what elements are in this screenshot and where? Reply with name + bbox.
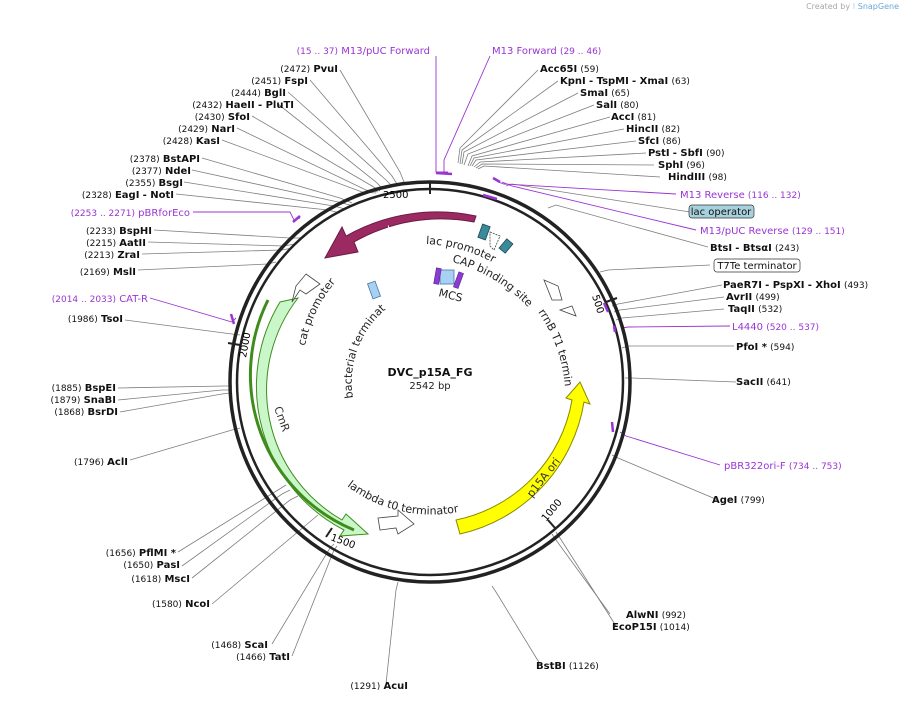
primer-label-M13pUC-reverse[interactable]: M13/pUC Reverse (129 .. 151) (700, 226, 845, 237)
enzyme-label-HincII[interactable]: HincII (82) (626, 124, 680, 135)
primer-label-M13-forward[interactable]: M13 Forward (29 .. 46) (492, 46, 601, 57)
enzyme-labels: (2472) PvuI (2451) FspI (2444) BglI (243… (50, 64, 868, 692)
enzyme-label-SacII[interactable]: SacII (641) (736, 377, 791, 388)
enzyme-label-TatI[interactable]: (1466) TatI (236, 652, 290, 663)
lambda-t0-arrow[interactable] (377, 509, 415, 535)
enzyme-label-EagI[interactable]: (2328) EagI - NotI (82, 190, 174, 201)
enzyme-label-BstBI[interactable]: BstBI (1126) (536, 661, 599, 672)
enzyme-label-AclI[interactable]: (1796) AclI (74, 457, 128, 468)
p15A-ori-label: p15A ori (524, 455, 563, 499)
enzyme-label-PaeR7I[interactable]: PaeR7I - PspXI - XhoI (493) (723, 280, 868, 291)
enzyme-label-HaeII[interactable]: (2432) HaeII - PluTI (192, 100, 294, 111)
enzyme-label-MslI[interactable]: (2169) MslI (80, 267, 136, 278)
enzyme-label-NdeI[interactable]: (2377) NdeI (132, 166, 191, 177)
enzyme-label-AvrII[interactable]: AvrII (499) (726, 292, 780, 303)
p15A-ori-arrow[interactable] (455, 381, 591, 535)
svg-text:lac operator: lac operator (691, 207, 752, 218)
enzyme-label-TsoI[interactable]: (1986) TsoI (68, 314, 123, 325)
tick-label-2500: 2500 (383, 190, 408, 201)
lacZa-label: lacZα (387, 220, 419, 237)
enzyme-label-AgeI[interactable]: AgeI (799) (712, 495, 765, 506)
plasmid-name: DVC_p15A_FG (388, 366, 473, 379)
enzyme-label-SmaI[interactable]: SmaI (65) (580, 88, 630, 99)
enzyme-label-BstAPI[interactable]: (2378) BstAPI (130, 154, 200, 165)
primer-label-CAT-R[interactable]: (2014 .. 2033) CAT-R (52, 294, 148, 305)
enzyme-label-SphI[interactable]: SphI (96) (658, 160, 705, 171)
enzyme-label-ScaI[interactable]: (1468) ScaI (211, 640, 268, 651)
enzyme-label-PstI[interactable]: PstI - SbfI (90) (648, 148, 725, 159)
enzyme-label-SfoI[interactable]: (2430) SfoI (195, 112, 250, 123)
snapgene-logo-icon: ⁝ (852, 2, 856, 11)
bacterial-terminator-box[interactable] (366, 280, 382, 300)
enzyme-label-MscI[interactable]: (1618) MscI (131, 574, 190, 585)
enzyme-label-BglI[interactable]: (2444) BglI (231, 88, 286, 99)
enzyme-label-TaqII[interactable]: TaqII (532) (728, 304, 782, 315)
enzyme-label-BspEI[interactable]: (1885) BspEI (52, 383, 116, 394)
bacterial-terminator-label: bacterial terminator (0, 0, 388, 399)
enzyme-label-KasI[interactable]: (2428) KasI (163, 136, 220, 147)
primer-labels: (15 .. 37) M13/pUC Forward M13 Forward (… (52, 46, 845, 472)
primer-label-M13pUC-forward[interactable]: (15 .. 37) M13/pUC Forward (297, 46, 430, 57)
enzyme-label-NarI[interactable]: (2429) NarI (178, 124, 235, 135)
enzyme-label-Acc65I[interactable]: Acc65I (59) (540, 64, 599, 75)
enzyme-label-AlwNI[interactable]: AlwNI (992) (626, 610, 686, 621)
lac-operator-boxes[interactable] (477, 223, 514, 254)
enzyme-label-AccI[interactable]: AccI (81) (611, 112, 656, 123)
enzyme-label-EcoP15I[interactable]: EcoP15I (1014) (612, 622, 690, 633)
enzyme-label-BtsI[interactable]: BtsI - BtsαI (243) (710, 243, 799, 254)
lac-operator-tag[interactable]: lac operator (688, 204, 755, 219)
enzyme-label-SnaBI[interactable]: (1879) SnaBI (50, 395, 116, 406)
enzyme-label-NcoI[interactable]: (1580) NcoI (152, 599, 210, 610)
primer-label-pBR322ori-F[interactable]: pBR322ori-F (734 .. 753) (724, 461, 842, 472)
CmR-label: CmR (271, 405, 292, 434)
tick-label-2000: 2000 (238, 332, 253, 359)
enzyme-label-AatII[interactable]: (2215) AatII (86, 238, 146, 249)
enzyme-label-PfoI[interactable]: PfoI * (594) (736, 342, 794, 353)
svg-text:T7Te terminator: T7Te terminator (716, 261, 797, 272)
MCS-boxes[interactable] (433, 267, 464, 289)
enzyme-label-PasI[interactable]: (1650) PasI (123, 560, 180, 571)
tick-marks (227, 182, 618, 538)
T7Te-terminator-tag[interactable]: T7Te terminator (713, 258, 801, 273)
enzyme-label-SfcI[interactable]: SfcI (86) (638, 136, 681, 147)
enzyme-label-ZraI[interactable]: (2213) ZraI (84, 250, 140, 261)
primer-marks (229, 171, 617, 433)
enzyme-label-KpnI[interactable]: KpnI - TspMI - XmaI (63) (560, 76, 690, 87)
primer-label-M13-reverse[interactable]: M13 Reverse (116 .. 132) (680, 190, 801, 201)
CAP-binding-site-arrow[interactable] (489, 231, 501, 251)
rrnB-arrow[interactable] (543, 279, 563, 301)
enzyme-label-BsrDI[interactable]: (1868) BsrDI (54, 407, 118, 418)
enzyme-label-PflMI[interactable]: (1656) PflMI * (106, 548, 177, 559)
enzyme-label-SalI[interactable]: SalI (80) (596, 100, 639, 111)
tick-label-1000: 1000 (540, 497, 565, 524)
plasmid-length: 2542 bp (409, 381, 450, 392)
CmR-primer-track (248, 299, 355, 532)
primer-label-L4440[interactable]: L4440 (520 .. 537) (732, 322, 819, 333)
enzyme-label-FspI[interactable]: (2451) FspI (251, 76, 308, 87)
primer-label-pBRforEco[interactable]: (2253 .. 2271) pBRforEco (71, 208, 190, 219)
snapgene-credit: Created by ⁝ SnapGene (806, 2, 899, 11)
enzyme-label-BsgI[interactable]: (2355) BsgI (125, 178, 183, 189)
MCS-label: MCS (437, 286, 464, 304)
enzyme-label-PvuI[interactable]: (2472) PvuI (280, 64, 338, 75)
rrnB-small-arrow[interactable] (558, 305, 577, 317)
lambda-t0-label: lambda t0 terminator (345, 478, 460, 518)
enzyme-label-AcuI[interactable]: (1291) AcuI (350, 681, 408, 692)
enzyme-label-HindIII[interactable]: HindIII (98) (668, 172, 727, 183)
cat-promoter-arrow[interactable] (291, 273, 321, 303)
lacZa-arrow[interactable] (324, 211, 477, 259)
enzyme-label-BspHI[interactable]: (2233) BspHI (86, 226, 152, 237)
